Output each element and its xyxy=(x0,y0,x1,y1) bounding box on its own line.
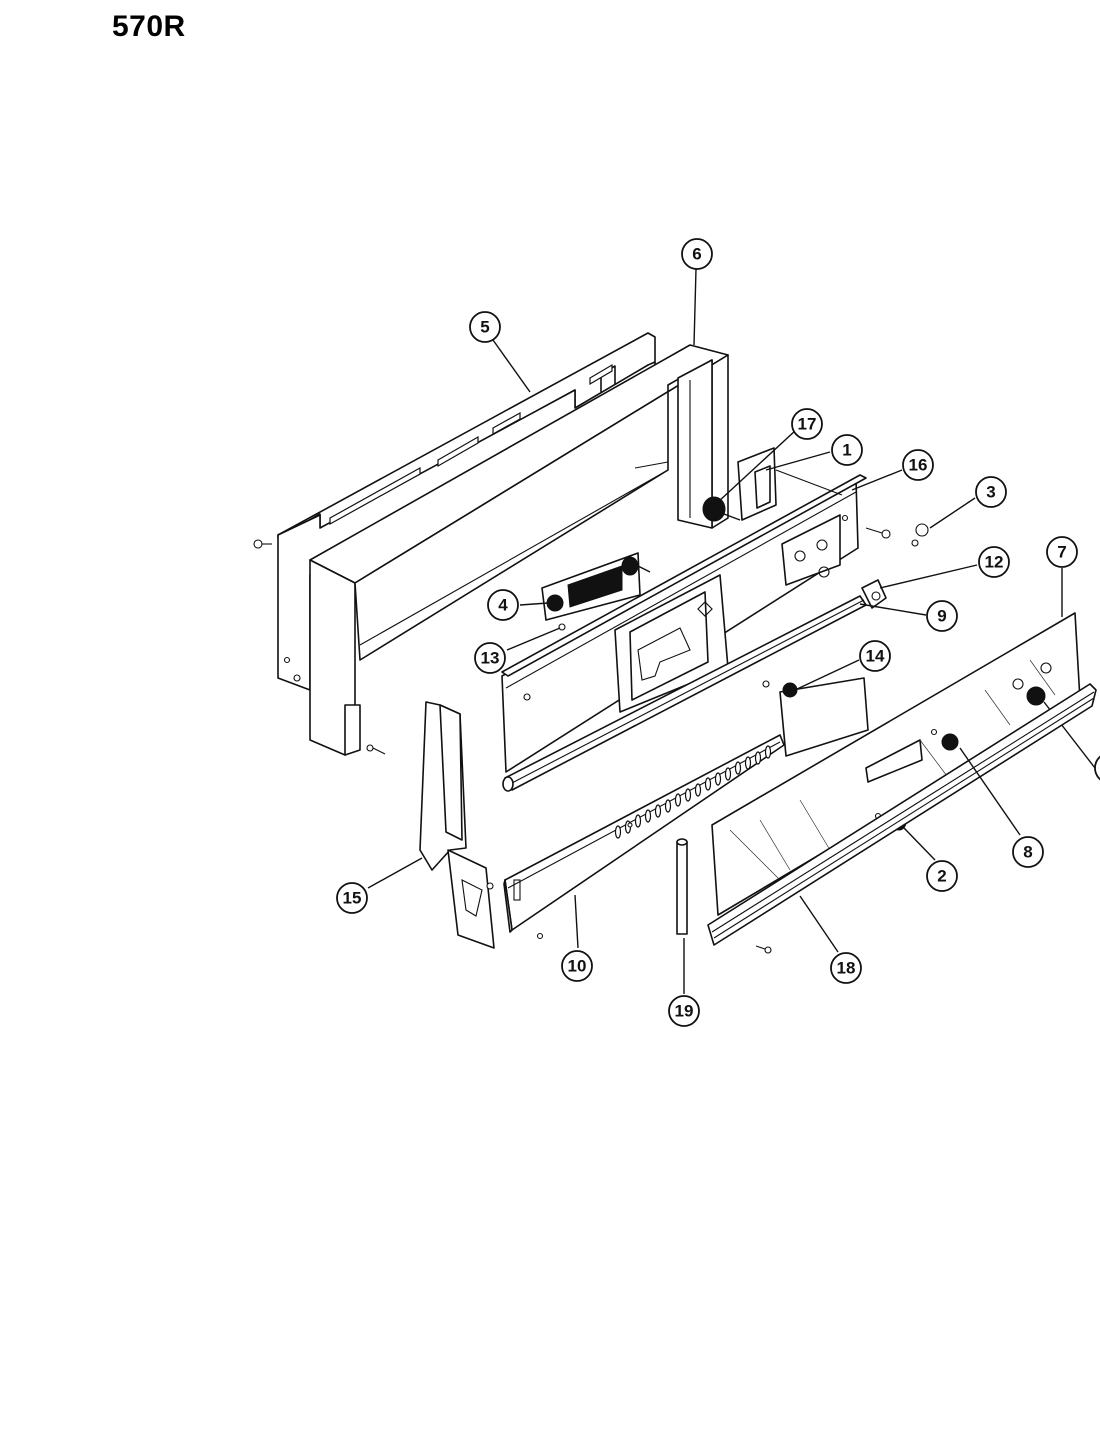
callout-18: 18 xyxy=(830,952,862,984)
callout-15: 15 xyxy=(336,882,368,914)
callout-6: 6 xyxy=(681,238,713,270)
clock-timer xyxy=(541,552,651,631)
callout-3: 3 xyxy=(975,476,1007,508)
callout-12: 12 xyxy=(978,546,1010,578)
callout-4-label: 4 xyxy=(498,596,508,615)
callout-16-label: 16 xyxy=(909,456,928,475)
callout-16: 16 xyxy=(902,449,934,481)
callout-5: 5 xyxy=(469,311,501,343)
callout-17-label: 17 xyxy=(798,415,817,434)
callout-18-label: 18 xyxy=(837,959,856,978)
callout-8-label: 8 xyxy=(1023,843,1032,862)
callout-5-label: 5 xyxy=(480,318,489,337)
switch-and-bracket xyxy=(702,447,929,547)
control-panel xyxy=(501,474,891,773)
support-rod xyxy=(676,838,688,935)
callout-14-label: 14 xyxy=(866,647,885,666)
callout-15-label: 15 xyxy=(343,889,362,908)
callout-10-label: 10 xyxy=(568,957,587,976)
callout-2-label: 2 xyxy=(937,867,946,886)
callout-2: 2 xyxy=(926,860,958,892)
callout-1-label: 1 xyxy=(842,441,851,460)
callout-19: 19 xyxy=(668,995,700,1027)
cropped-callout xyxy=(1094,755,1100,781)
callout-19-label: 19 xyxy=(675,1002,694,1021)
bracket-strip xyxy=(762,677,869,757)
callout-7-label: 7 xyxy=(1057,543,1066,562)
upper-glass-panel xyxy=(711,612,1096,916)
vented-lower-panel xyxy=(503,734,785,940)
console-frame xyxy=(309,344,729,756)
callout-12-label: 12 xyxy=(985,553,1004,572)
callout-3-label: 3 xyxy=(986,483,995,502)
callout-13: 13 xyxy=(474,642,506,674)
callout-9: 9 xyxy=(926,600,958,632)
side-bracket xyxy=(419,701,495,949)
callout-17: 17 xyxy=(791,408,823,440)
trim-strip xyxy=(707,683,1097,954)
callout-8: 8 xyxy=(1012,836,1044,868)
callout-7: 7 xyxy=(1046,536,1078,568)
callout-10: 10 xyxy=(561,950,593,982)
callout-4: 4 xyxy=(487,589,519,621)
model-title: 570R xyxy=(112,10,186,43)
callout-6-label: 6 xyxy=(692,245,701,264)
callout-1: 1 xyxy=(831,434,863,466)
callout-14: 14 xyxy=(859,640,891,672)
leader-lines xyxy=(367,268,1063,994)
callout-13-label: 13 xyxy=(481,649,500,668)
vent-slots xyxy=(614,745,772,839)
callout-9-label: 9 xyxy=(937,607,946,626)
